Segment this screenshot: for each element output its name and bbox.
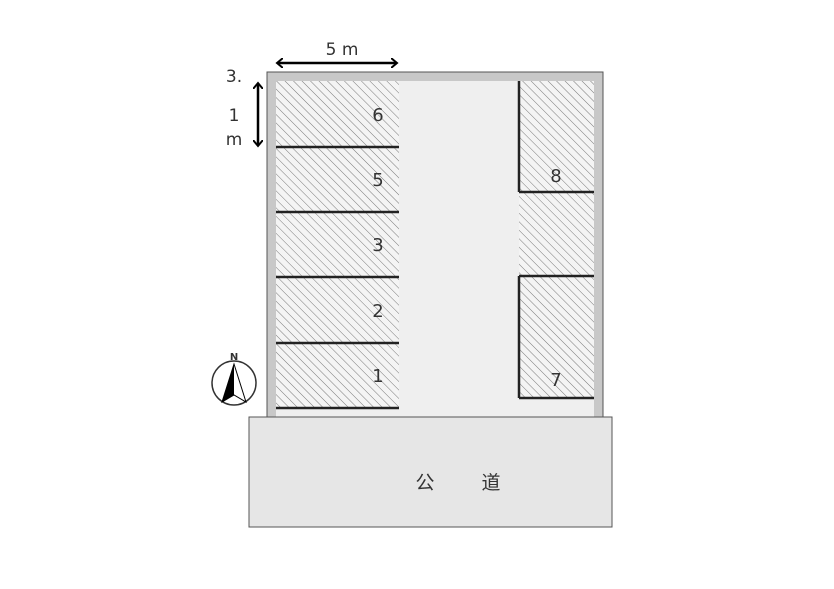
public-road bbox=[248, 416, 613, 528]
depth-dimension-label: 3. bbox=[226, 67, 242, 87]
compass-north-label: N bbox=[230, 352, 238, 363]
road-label-char: 公 bbox=[415, 472, 434, 494]
parking-space-unnumbered bbox=[519, 193, 594, 275]
parking-space-1 bbox=[276, 343, 399, 407]
space-number: 5 bbox=[372, 170, 383, 191]
road-label-char: 道 bbox=[481, 472, 500, 494]
parking-space-8 bbox=[519, 81, 594, 192]
width-dimension-label: 5 m bbox=[326, 40, 359, 60]
depth-dimension-label: m bbox=[226, 130, 243, 150]
space-number: 1 bbox=[372, 366, 383, 387]
space-number: 6 bbox=[372, 105, 383, 126]
parking-space-3 bbox=[276, 212, 399, 276]
right-parking-column: 8 7 bbox=[517, 81, 594, 400]
north-compass-icon: N bbox=[211, 352, 257, 406]
space-number: 7 bbox=[550, 370, 561, 391]
space-number: 2 bbox=[372, 301, 383, 322]
parking-space-7 bbox=[519, 276, 594, 397]
space-number: 3 bbox=[372, 235, 383, 256]
parking-space-2 bbox=[276, 277, 399, 342]
depth-dimension-label: 1 bbox=[229, 106, 240, 126]
left-parking-column: 6 5 3 2 1 bbox=[276, 81, 399, 410]
space-number: 8 bbox=[550, 166, 561, 187]
parking-space-6 bbox=[276, 81, 399, 146]
parking-space-5 bbox=[276, 147, 399, 211]
